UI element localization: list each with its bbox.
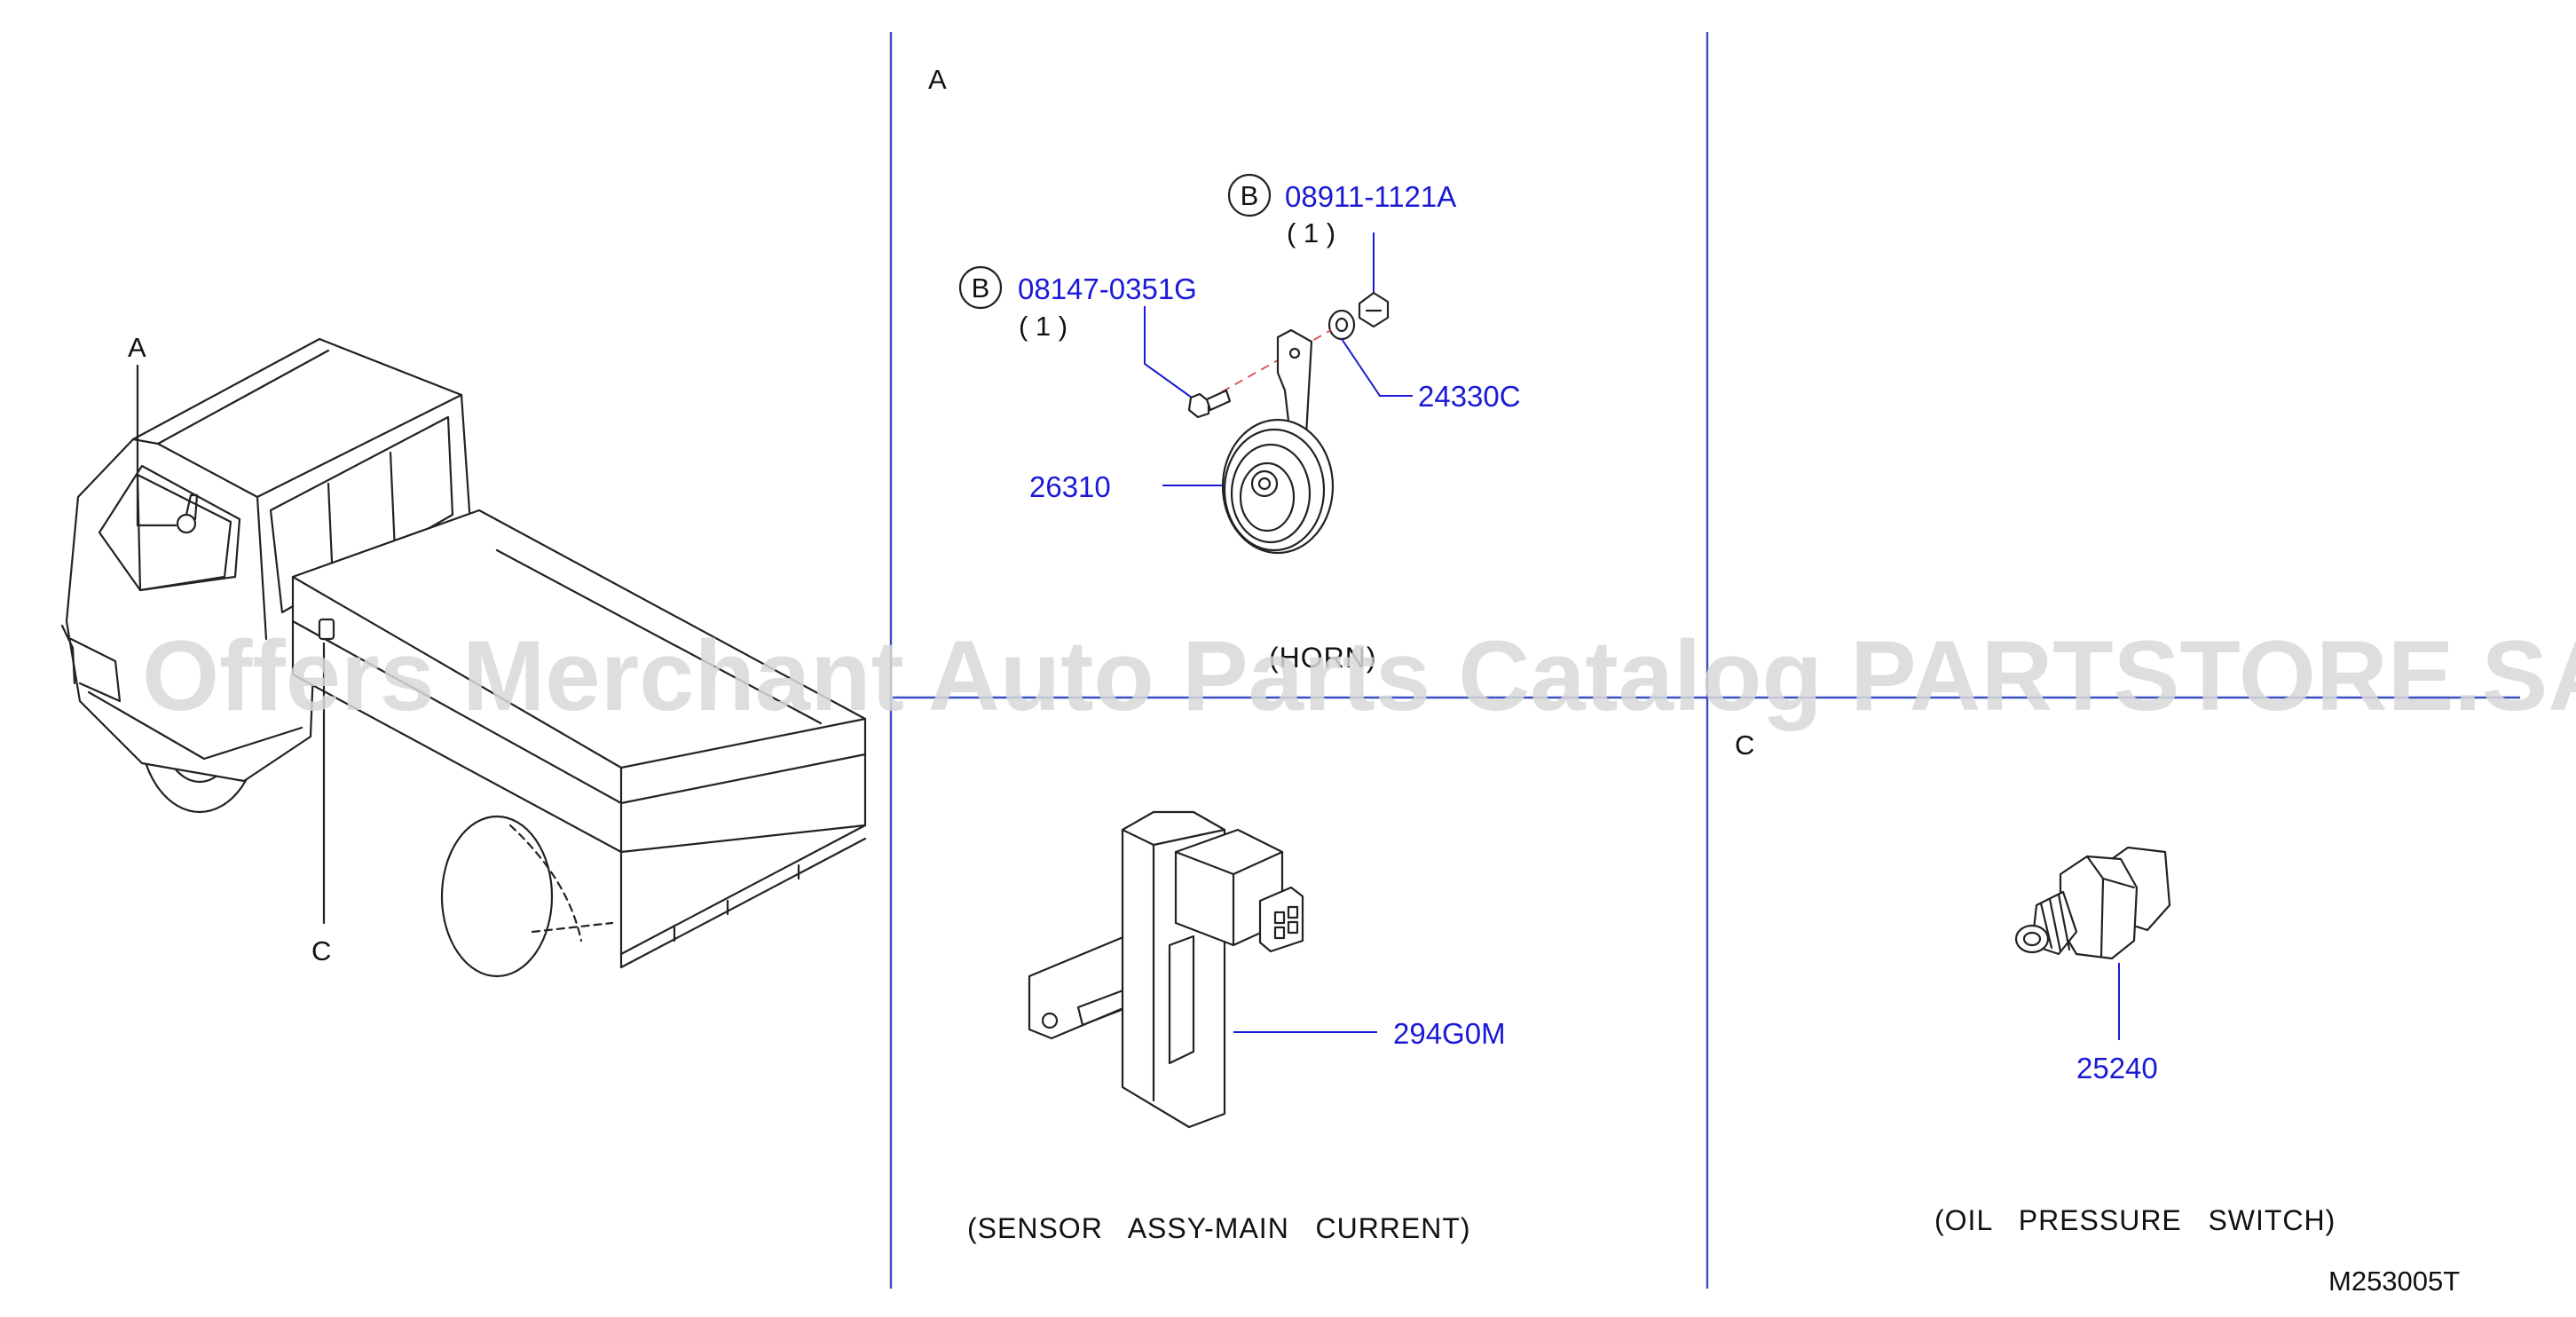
switch-location-mark	[318, 618, 335, 641]
sensor-caption: (SENSOR ASSY-MAIN CURRENT)	[967, 1212, 1471, 1244]
leader-a	[136, 364, 177, 527]
watermark-text: Offers Merchant Auto Parts Catalog PARTS…	[142, 620, 2576, 731]
bolt-ref-circle	[958, 265, 1003, 310]
horn-caption: (HORN)	[1269, 642, 1377, 674]
horn-bolt	[1187, 392, 1210, 419]
bolt-ref-letter: B	[972, 272, 990, 304]
assembly-axis	[1208, 329, 1332, 400]
nut-quantity: ( 1 )	[1287, 217, 1335, 248]
panel-dividers	[889, 32, 2520, 1289]
washer-part-number[interactable]: 24330C	[1418, 380, 1521, 413]
section-a-horn: A B 08147-0351G ( 1 ) B 08911-1121A ( 1 …	[928, 64, 1521, 674]
horn-location-mark	[176, 513, 197, 534]
bolt-part-number[interactable]: 08147-0351G	[1018, 272, 1197, 305]
sensor-plug	[1258, 886, 1304, 953]
truck-overview: A C	[60, 332, 867, 978]
oil-switch-tip	[2014, 924, 2050, 954]
drawing-code: M253005T	[2328, 1266, 2460, 1297]
cargo-bed	[291, 509, 867, 956]
section-c-oil-switch: C 25240 (OIL PRESSURE SWITCH)	[1735, 729, 2336, 1236]
marker-a: A	[128, 332, 146, 363]
nut-ref-circle	[1227, 173, 1272, 217]
marker-c: C	[311, 935, 331, 966]
nut-ref-letter: B	[1241, 180, 1259, 211]
washer-leader	[1341, 338, 1413, 397]
nut-part-number[interactable]: 08911-1121A	[1285, 180, 1456, 213]
section-label-c: C	[1735, 729, 1754, 761]
horn-part-number[interactable]: 26310	[1029, 470, 1111, 503]
rear-wheel	[440, 815, 554, 978]
oil-switch-part-number[interactable]: 25240	[2076, 1052, 2158, 1084]
sensor-part-number[interactable]: 294G0M	[1393, 1017, 1506, 1050]
horn-washer	[1327, 309, 1356, 341]
oil-switch-caption: (OIL PRESSURE SWITCH)	[1934, 1204, 2336, 1236]
section-label-a: A	[928, 64, 947, 95]
bolt-quantity: ( 1 )	[1019, 311, 1067, 342]
bolt-leader	[1144, 306, 1199, 403]
section-sensor: 294G0M (SENSOR ASSY-MAIN CURRENT)	[967, 810, 1506, 1244]
